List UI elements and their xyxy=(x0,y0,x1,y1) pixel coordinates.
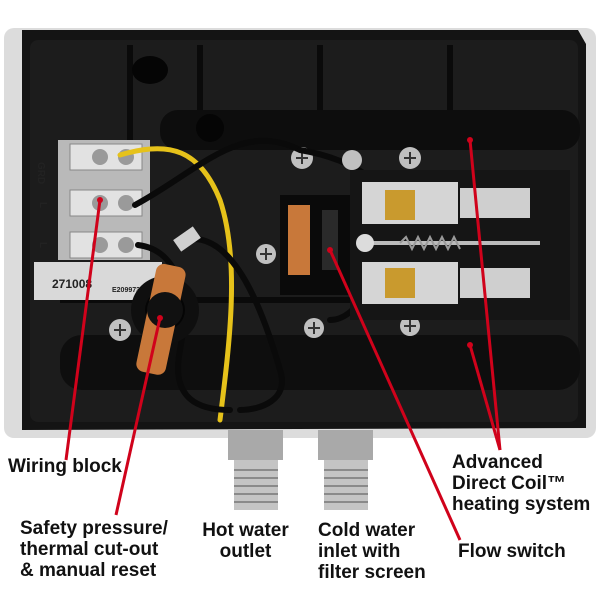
heating-system-callout-1 xyxy=(468,139,502,451)
heating-relay xyxy=(342,150,570,320)
water-fittings xyxy=(228,430,373,510)
cold-water-inlet-label: Cold water inlet with filter screen xyxy=(318,520,426,583)
terminal-markings: GRD L L 271008 E209973 xyxy=(35,162,140,294)
wiring-block-callout xyxy=(64,199,102,461)
terminal-l2-label: L xyxy=(37,242,48,248)
heating-system-callout-2 xyxy=(468,344,502,451)
flow-switch xyxy=(280,195,352,295)
safety-cutout xyxy=(131,226,201,375)
safety-cutout-callout xyxy=(114,317,162,516)
part-number: 271008 xyxy=(52,277,92,291)
terminal-l1-label: L xyxy=(37,202,48,208)
safety-cutout-label: Safety pressure/ thermal cut-out & manua… xyxy=(20,518,168,581)
wires xyxy=(117,137,385,423)
hot-water-outlet-label: Hot water outlet xyxy=(202,520,289,562)
flow-switch-label: Flow switch xyxy=(458,541,566,562)
heating-system-label: Advanced Direct Coil™ heating system xyxy=(452,452,591,515)
callout-lines xyxy=(64,137,502,541)
wiring-block-label: Wiring block xyxy=(8,456,122,477)
approval-mark: E209973 xyxy=(112,287,140,294)
wiring-block xyxy=(34,140,162,300)
flow-switch-callout xyxy=(328,249,462,541)
terminal-grd-label: GRD xyxy=(35,162,46,184)
